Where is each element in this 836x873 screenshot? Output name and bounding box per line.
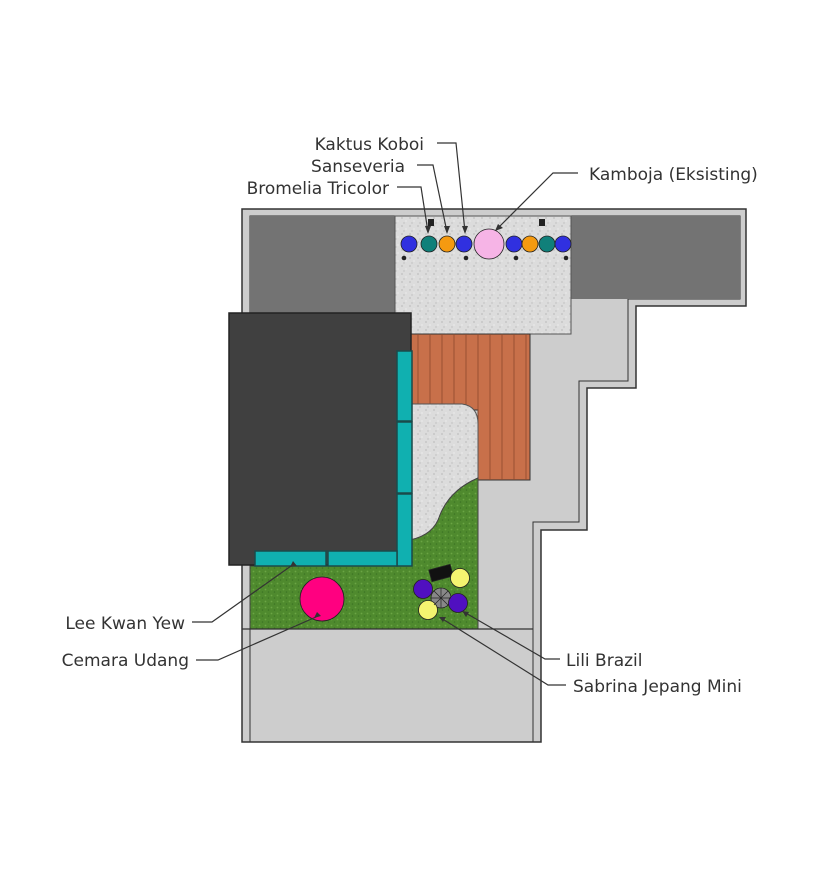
sanseveria-plant [438, 235, 456, 253]
cemara-udang-tree [299, 576, 345, 622]
lili-brazil-cluster [413, 563, 470, 620]
lamp-icon [539, 219, 545, 226]
kamboja-tree [473, 228, 505, 260]
label-sanseveria: Sanseveria [311, 157, 405, 177]
wooden-deck [409, 314, 531, 481]
bromelia-plant [554, 235, 572, 253]
leader-arrowheads [290, 224, 503, 622]
building-roof [228, 312, 412, 566]
label-lili-brazil: Lili Brazil [566, 651, 642, 671]
bromelia-plant [455, 235, 473, 253]
lamp-icon [428, 219, 434, 226]
lamp-icon [401, 255, 407, 261]
garden-lamp-icons [401, 219, 569, 261]
bromelia-plant [505, 235, 523, 253]
label-lee-kwan-yew: Lee Kwan Yew [65, 614, 185, 634]
kaktus-plant [420, 235, 438, 253]
label-bromelia-tricolor: Bromelia Tricolor [247, 179, 389, 199]
top-plant-row [400, 228, 572, 260]
sanseveria-plant [521, 235, 539, 253]
dark-paving-right [571, 216, 740, 299]
label-kaktus-koboi: Kaktus Koboi [315, 135, 424, 155]
lamp-icon [463, 255, 469, 261]
lamp-icon [563, 255, 569, 261]
bromelia-plant [400, 235, 418, 253]
label-cemara-udang: Cemara Udang [62, 651, 189, 671]
label-sabrina-jepang-mini: Sabrina Jepang Mini [573, 677, 742, 697]
leader-lines [192, 142, 578, 686]
lamp-icon [513, 255, 519, 261]
kaktus-plant [538, 235, 556, 253]
planter-boxes [254, 350, 413, 567]
label-kamboja: Kamboja (Eksisting) [589, 165, 758, 185]
dark-paving-left [250, 216, 395, 314]
